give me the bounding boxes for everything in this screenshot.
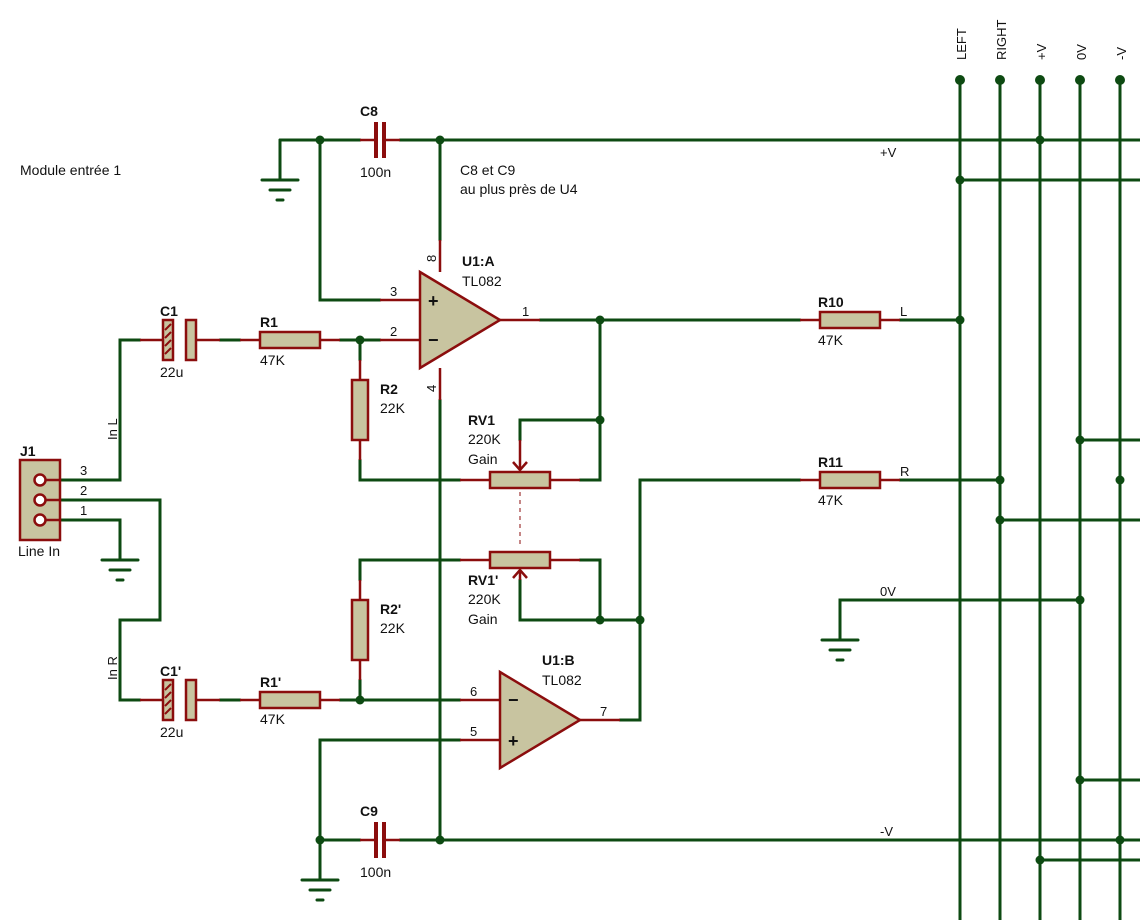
r1-ref: R1 <box>260 314 278 330</box>
module-label: Module entrée 1 <box>20 162 121 178</box>
r11-ref: R11 <box>818 454 843 470</box>
j1-pin3: 3 <box>80 463 87 478</box>
j1-ref: J1 <box>20 443 36 459</box>
u1a-part: TL082 <box>462 273 502 289</box>
u1b-minus-sign: − <box>508 690 519 710</box>
r11-value: 47K <box>818 492 844 508</box>
rv1-ref: RV1 <box>468 412 495 428</box>
u1a-minus-sign: − <box>428 330 439 350</box>
c8-ref: C8 <box>360 103 378 119</box>
j1-name: Line In <box>18 543 60 559</box>
rv1p-value: 220K <box>468 591 501 607</box>
resistor-r11 <box>800 470 900 490</box>
u1b-part: TL082 <box>542 672 582 688</box>
bus-label-zero: 0V <box>1074 44 1089 60</box>
r1-value: 47K <box>260 352 286 368</box>
potentiometer-rv1-prime <box>460 550 580 580</box>
note-line-2: au plus près de U4 <box>460 181 578 197</box>
c8-value: 100n <box>360 164 391 180</box>
u1a-plus-sign: + <box>428 291 439 311</box>
u1a-pin4: 4 <box>424 385 439 392</box>
r2p-value: 22K <box>380 620 406 636</box>
u1b-pin6: 6 <box>470 684 477 699</box>
r10-value: 47K <box>818 332 844 348</box>
bus-label-plus: +V <box>1034 43 1049 60</box>
u1a-pin3: 3 <box>390 284 397 299</box>
resistor-r1 <box>240 330 340 350</box>
opamp-u1b <box>460 669 620 771</box>
capacitor-c8 <box>360 122 400 158</box>
ground-symbol-c9 <box>300 878 340 902</box>
u1a-pin2: 2 <box>390 324 397 339</box>
input-label-l: In L <box>105 418 120 440</box>
u1a-pin8: 8 <box>424 255 439 262</box>
c1-value: 22u <box>160 364 183 380</box>
rv1p-ref: RV1' <box>468 572 498 588</box>
net-label-r: R <box>900 464 909 479</box>
u1b-pin5: 5 <box>470 724 477 739</box>
r1p-value: 47K <box>260 711 286 727</box>
rv1-label: Gain <box>468 451 498 467</box>
u1b-ref: U1:B <box>542 652 575 668</box>
capacitor-c1 <box>140 318 220 362</box>
ground-symbol-c8 <box>260 178 300 202</box>
bus-label-right: RIGHT <box>994 20 1009 61</box>
wires <box>58 78 1140 920</box>
input-label-r: In R <box>105 656 120 680</box>
labels: Module entrée 1 C8 et C9 au plus près de… <box>18 20 1129 881</box>
resistor-r10 <box>800 310 900 330</box>
ground-symbol-0v <box>820 638 860 662</box>
c9-ref: C9 <box>360 803 378 819</box>
c1p-value: 22u <box>160 724 183 740</box>
bus-label-minus: -V <box>1114 47 1129 60</box>
c1p-ref: C1' <box>160 663 181 679</box>
capacitor-c9 <box>360 822 400 858</box>
r1p-ref: R1' <box>260 674 281 690</box>
resistor-r2 <box>350 360 370 460</box>
junction-nodes <box>315 75 1125 865</box>
u1a-pin1: 1 <box>522 304 529 319</box>
connector-j1 <box>18 458 62 542</box>
net-label-plus-v: +V <box>880 145 897 160</box>
j1-pin2: 2 <box>80 483 87 498</box>
rv1-value: 220K <box>468 431 501 447</box>
note-line-1: C8 et C9 <box>460 162 515 178</box>
j1-pin1: 1 <box>80 503 87 518</box>
resistor-r2-prime <box>350 580 370 680</box>
r2-value: 22K <box>380 400 406 416</box>
potentiometer-rv1 <box>460 440 580 490</box>
net-label-zero-v: 0V <box>880 584 896 599</box>
c1-ref: C1 <box>160 303 178 319</box>
u1b-plus-sign: + <box>508 731 519 751</box>
u1b-pin7: 7 <box>600 704 607 719</box>
resistor-r1-prime <box>240 690 340 710</box>
bus-label-left: LEFT <box>954 28 969 60</box>
opamp-u1a <box>380 240 540 400</box>
ground-symbol-j1 <box>100 558 140 582</box>
c9-value: 100n <box>360 864 391 880</box>
r2-ref: R2 <box>380 381 398 397</box>
capacitor-c1-prime <box>140 678 220 722</box>
net-label-l: L <box>900 304 907 319</box>
r2p-ref: R2' <box>380 601 401 617</box>
net-label-minus-v: -V <box>880 824 893 839</box>
u1a-ref: U1:A <box>462 253 495 269</box>
rv1p-label: Gain <box>468 611 498 627</box>
r10-ref: R10 <box>818 294 844 310</box>
